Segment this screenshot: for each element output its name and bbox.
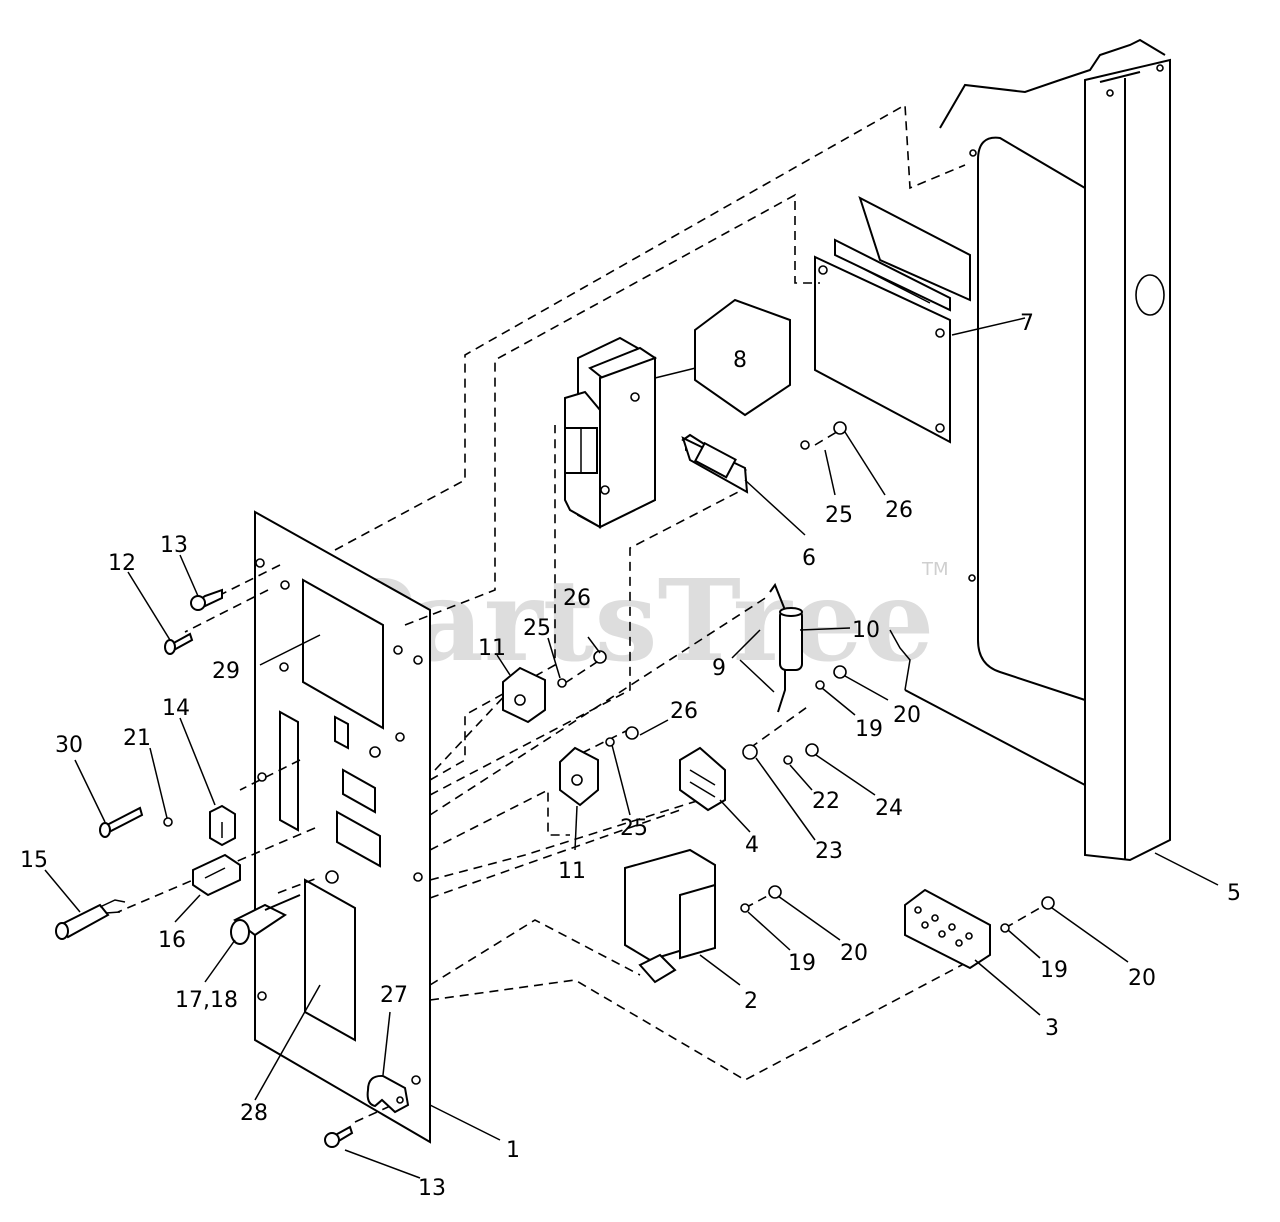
nut-26a bbox=[593, 650, 607, 664]
callout-3: 3 bbox=[1045, 1016, 1059, 1041]
callout-15: 15 bbox=[20, 848, 48, 873]
screw-13-bottom bbox=[324, 1125, 421, 1179]
watermark-trademark: TM bbox=[921, 559, 949, 580]
callout-26-b: 26 bbox=[670, 699, 698, 724]
switch-16 bbox=[174, 853, 241, 923]
callout-20-c: 20 bbox=[1128, 966, 1156, 991]
callout-25-c: 25 bbox=[825, 503, 853, 528]
lock-washer-25a bbox=[557, 678, 567, 688]
washer-21 bbox=[163, 817, 173, 827]
callout-19-a: 19 bbox=[855, 717, 883, 742]
callout-24: 24 bbox=[875, 796, 903, 821]
nut-20c bbox=[1041, 896, 1055, 910]
callout-20-b: 20 bbox=[840, 941, 868, 966]
callout-6: 6 bbox=[802, 546, 816, 571]
callout-16: 16 bbox=[158, 928, 186, 953]
washer-23 bbox=[742, 744, 758, 760]
callout-14: 14 bbox=[162, 696, 190, 721]
panel-cutout-29 bbox=[302, 578, 384, 730]
clamp-27 bbox=[366, 1011, 410, 1114]
control-panel bbox=[254, 510, 431, 1144]
callout-25-a: 25 bbox=[523, 616, 551, 641]
terminal-block-small-lower bbox=[559, 746, 599, 807]
callout-17-18: 17,18 bbox=[175, 988, 238, 1013]
lock-washer-25c bbox=[800, 440, 810, 450]
terminal-block-small-upper bbox=[502, 666, 546, 724]
callout-23: 23 bbox=[815, 839, 843, 864]
rectifier bbox=[679, 746, 751, 833]
nut-20b bbox=[768, 885, 782, 899]
callout-26-c: 26 bbox=[885, 498, 913, 523]
fuse-holder-17-18 bbox=[204, 894, 301, 983]
circuit-board bbox=[814, 195, 1026, 444]
callout-22: 22 bbox=[812, 789, 840, 814]
nut-24 bbox=[805, 743, 819, 757]
circuit-breaker bbox=[564, 336, 721, 529]
lock-washer-19a bbox=[815, 680, 825, 690]
callout-5: 5 bbox=[1227, 881, 1241, 906]
callout-4: 4 bbox=[745, 833, 759, 858]
lock-washer-19c bbox=[1000, 923, 1010, 933]
transformer bbox=[624, 848, 741, 986]
callout-1: 1 bbox=[506, 1138, 520, 1163]
callout-11-upper: 11 bbox=[478, 636, 506, 661]
panel-cutout-28 bbox=[304, 878, 356, 1042]
callout-8: 8 bbox=[733, 348, 747, 373]
callout-13-top: 13 bbox=[160, 533, 188, 558]
callout-11-lower: 11 bbox=[558, 859, 586, 884]
callout-25-b: 25 bbox=[620, 816, 648, 841]
side-frame-rail bbox=[889, 38, 1171, 862]
callout-28: 28 bbox=[240, 1101, 268, 1126]
nut-26c bbox=[833, 421, 847, 435]
lock-washer-25b bbox=[605, 737, 615, 747]
screw-12 bbox=[127, 571, 194, 655]
callout-19-b: 19 bbox=[788, 951, 816, 976]
callout-29: 29 bbox=[212, 659, 240, 684]
callout-10: 10 bbox=[852, 618, 880, 643]
terminal-strip bbox=[904, 888, 1041, 1016]
lock-washer-22 bbox=[783, 755, 793, 765]
callout-numbers: 1 2 3 4 5 6 7 8 9 10 11 11 12 13 13 14 1… bbox=[20, 311, 1241, 1201]
callout-9: 9 bbox=[712, 656, 726, 681]
callout-2: 2 bbox=[744, 989, 758, 1014]
toggle-switch-14 bbox=[179, 717, 236, 847]
screw-13-top bbox=[179, 554, 223, 611]
callout-30: 30 bbox=[55, 733, 83, 758]
nut-20a bbox=[833, 665, 847, 679]
small-hardware bbox=[163, 421, 1055, 933]
callout-12: 12 bbox=[108, 551, 136, 576]
leader-lines bbox=[149, 431, 1219, 1141]
callout-13-bottom: 13 bbox=[418, 1176, 446, 1201]
hour-meter bbox=[681, 298, 806, 536]
callout-27: 27 bbox=[380, 983, 408, 1008]
bracket-and-capacitor bbox=[731, 582, 851, 713]
callout-26-a: 26 bbox=[563, 586, 591, 611]
cord-15 bbox=[44, 869, 126, 940]
callout-21: 21 bbox=[123, 726, 151, 751]
screw-30 bbox=[74, 759, 144, 838]
callout-7: 7 bbox=[1020, 311, 1034, 336]
lock-washer-19b bbox=[740, 903, 750, 913]
nut-26b bbox=[625, 726, 639, 740]
callout-20-a: 20 bbox=[893, 703, 921, 728]
callout-19-c: 19 bbox=[1040, 958, 1068, 983]
